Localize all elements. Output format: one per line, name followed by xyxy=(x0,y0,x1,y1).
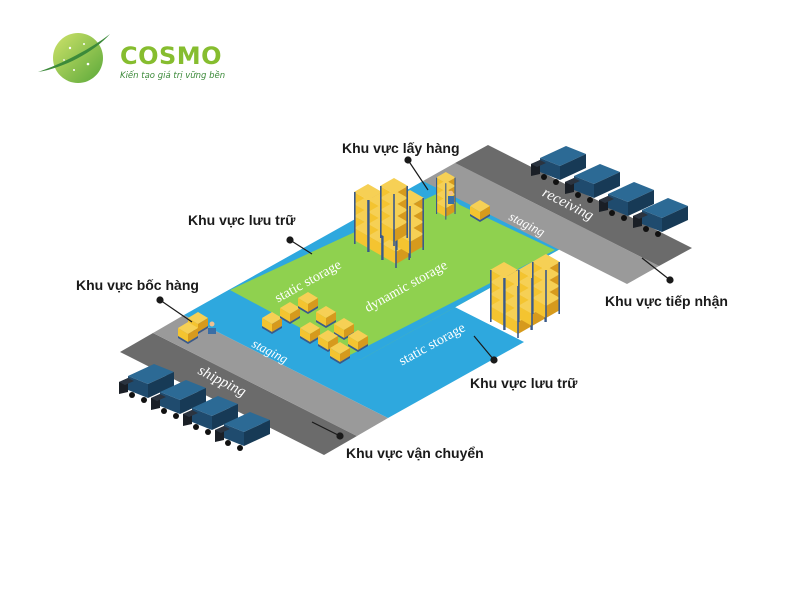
callout-loading-area: Khu vực bốc hàng xyxy=(76,277,199,293)
callout-shipping-area: Khu vực vận chuyển xyxy=(346,445,484,461)
callout-leaders xyxy=(156,156,674,440)
callout-storage-area-top: Khu vực lưu trữ xyxy=(188,212,296,228)
pallet-rack-icon xyxy=(490,254,560,338)
logo-planet-icon xyxy=(38,33,110,83)
staging-receiving-zone xyxy=(423,163,659,284)
brand-logo: COSMO Kiến tạo giá trị vững bền xyxy=(34,28,234,90)
brand-tagline: Kiến tạo giá trị vững bền xyxy=(120,71,226,81)
callout-picking-area: Khu vực lấy hàng xyxy=(342,140,460,156)
pallet-rack-icon xyxy=(436,172,456,220)
static-storage-right-zone xyxy=(350,191,580,360)
shipping-dock-zone xyxy=(120,333,357,455)
brand-name: COSMO xyxy=(120,42,223,70)
forklift-icon xyxy=(208,190,454,334)
receiving-dock-zone xyxy=(455,145,692,266)
callout-storage-area-bottom: Khu vực lưu trữ xyxy=(470,375,578,391)
staging-shipping-zone xyxy=(153,315,388,436)
callout-receiving-area: Khu vực tiếp nhận xyxy=(605,293,728,309)
